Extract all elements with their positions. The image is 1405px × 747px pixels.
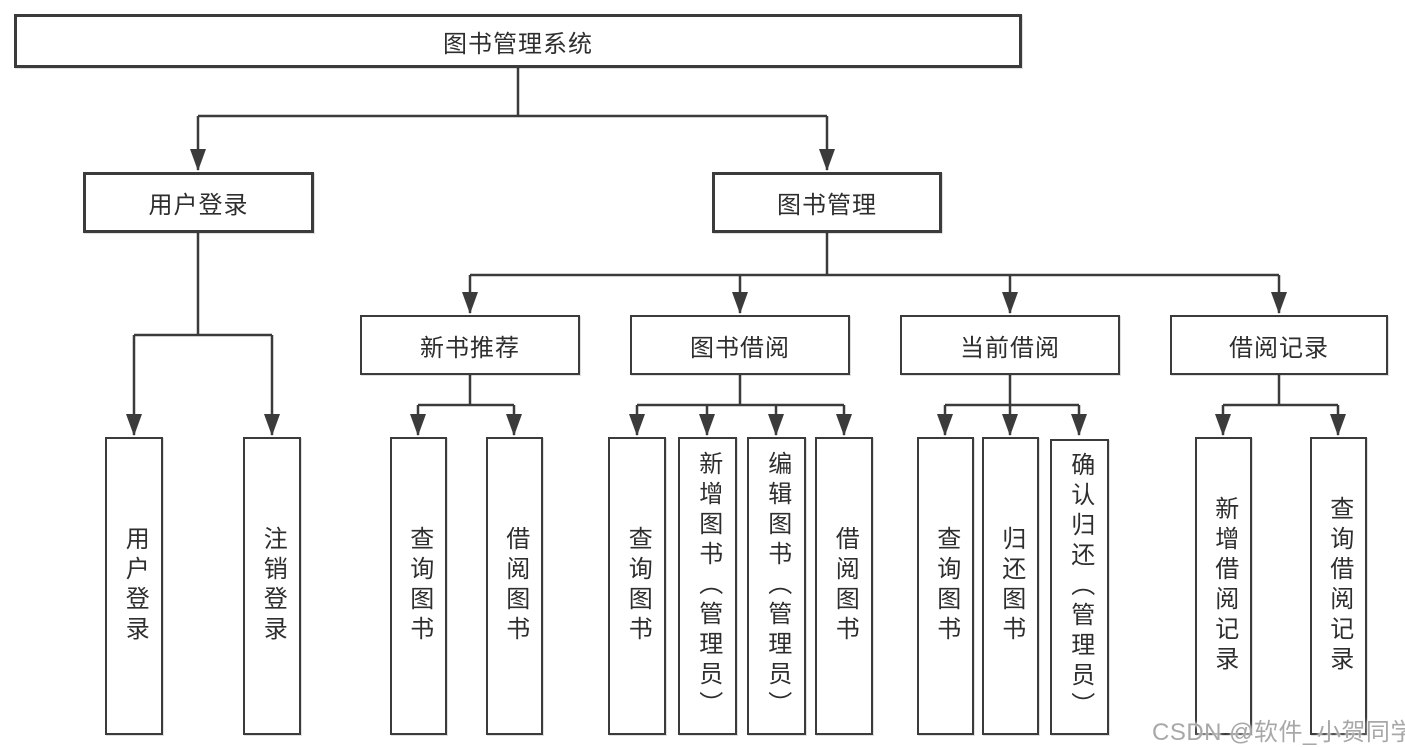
node-label: 当前借阅 bbox=[960, 334, 1060, 362]
node-label: 借阅图书 bbox=[831, 526, 859, 646]
node-new-book-recommend: 新书推荐 bbox=[360, 315, 580, 375]
leaf-cb-return-books: 归还图书 bbox=[982, 437, 1039, 735]
leaf-rec-query-record: 查询借阅记录 bbox=[1310, 437, 1367, 735]
node-label: 图书借阅 bbox=[690, 334, 790, 362]
node-book-borrowing: 图书借阅 bbox=[630, 315, 850, 375]
node-label: 查询借阅记录 bbox=[1325, 496, 1353, 676]
node-label: 查询图书 bbox=[405, 526, 433, 646]
connector-borrowing bbox=[637, 375, 844, 407]
connector-user-login bbox=[134, 233, 272, 337]
connector-book-mgmt bbox=[470, 233, 1279, 277]
csdn-watermark: CSDN @软件_小贺同学 bbox=[1152, 719, 1405, 746]
node-label: 查询图书 bbox=[624, 526, 652, 646]
leaf-bb-query-books: 查询图书 bbox=[608, 437, 666, 735]
node-label: 用户登录 bbox=[148, 192, 249, 219]
leaf-user-login: 用户登录 bbox=[105, 437, 163, 735]
connector-records bbox=[1223, 375, 1338, 407]
node-label: 借阅图书 bbox=[501, 526, 529, 646]
node-label: 注销登录 bbox=[259, 526, 287, 646]
node-label: 查询图书 bbox=[932, 526, 960, 646]
connector-root bbox=[198, 68, 827, 118]
node-system-root: 图书管理系统 bbox=[14, 14, 1022, 68]
node-current-borrowing: 当前借阅 bbox=[900, 315, 1120, 375]
leaf-nb-borrow-books: 借阅图书 bbox=[486, 437, 543, 735]
node-label: 编辑图书（管理员） bbox=[763, 451, 791, 721]
node-label: 图书管理 bbox=[777, 192, 877, 219]
leaf-bb-edit-books-admin: 编辑图书（管理员） bbox=[747, 437, 806, 735]
leaf-cb-confirm-return-admin: 确认归还（管理员） bbox=[1050, 439, 1109, 735]
leaf-nb-query-books: 查询图书 bbox=[390, 437, 447, 735]
leaf-logout: 注销登录 bbox=[243, 437, 301, 735]
node-label: 新增图书（管理员） bbox=[694, 451, 722, 721]
node-label: 归还图书 bbox=[997, 526, 1025, 646]
node-label: 新增借阅记录 bbox=[1210, 496, 1238, 676]
connector-current bbox=[945, 375, 1079, 407]
node-label: 新书推荐 bbox=[420, 334, 520, 362]
node-label: 图书管理系统 bbox=[443, 30, 593, 58]
node-label: 借阅记录 bbox=[1229, 334, 1329, 362]
leaf-bb-add-books-admin: 新增图书（管理员） bbox=[678, 437, 737, 735]
leaf-bb-borrow-books: 借阅图书 bbox=[815, 437, 873, 735]
leaf-rec-add-record: 新增借阅记录 bbox=[1195, 437, 1252, 735]
node-book-management: 图书管理 bbox=[712, 172, 942, 233]
node-user-login: 用户登录 bbox=[83, 172, 314, 233]
node-borrowing-records: 借阅记录 bbox=[1170, 315, 1388, 375]
connector-new-books bbox=[418, 375, 514, 407]
node-label: 确认归还（管理员） bbox=[1066, 452, 1094, 722]
node-label: 用户登录 bbox=[121, 526, 149, 646]
leaf-cb-query-books: 查询图书 bbox=[917, 437, 974, 735]
